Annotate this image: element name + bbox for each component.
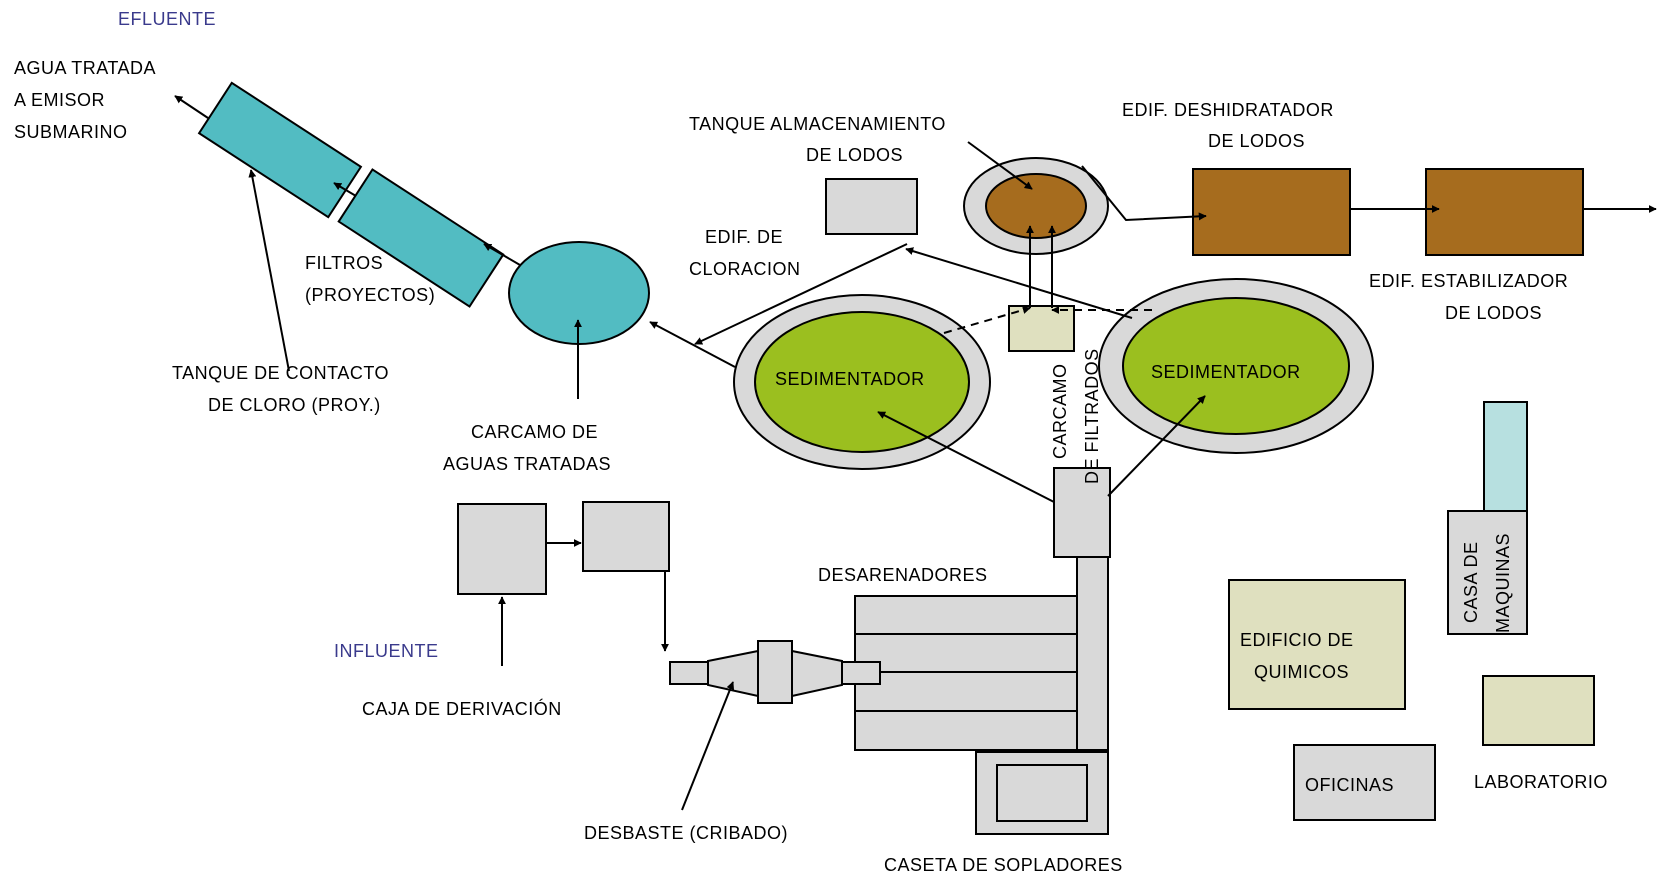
label-efluente: EFLUENTE (118, 9, 216, 29)
label-carcamo-filtrados-2: DE FILTRADOS (1082, 348, 1102, 484)
label-edificio-quimicos-1: EDIFICIO DE (1240, 630, 1354, 650)
offices-shape (1293, 744, 1436, 821)
dashed-sed-left-to-tank (943, 306, 1031, 334)
bypass-box-shape (457, 503, 547, 595)
arrow-dist-to-sed-right (1107, 395, 1206, 497)
label-sedimentador-right: SEDIMENTADOR (1151, 362, 1301, 382)
arrow-filters-to-contact (333, 182, 357, 197)
label-agua-tratada-2: A EMISOR (14, 90, 105, 110)
label-influente: INFLUENTE (334, 641, 439, 661)
label-tanque-almac-2: DE LODOS (806, 145, 903, 165)
label-estabilizador-1: EDIF. ESTABILIZADOR (1369, 271, 1568, 291)
pointer-contact-tank (248, 169, 290, 372)
label-caseta-sopladores: CASETA DE SOPLADORES (884, 855, 1123, 875)
filtrate-sump-shape (1008, 305, 1075, 352)
label-estabilizador-2: DE LODOS (1445, 303, 1542, 323)
grit-chamber-2 (854, 633, 1078, 673)
arrow-sed-left-to-sump (649, 321, 736, 368)
label-deshidratador-1: EDIF. DESHIDRATADOR (1122, 100, 1334, 120)
label-carcamo-aguas-2: AGUAS TRATADAS (443, 454, 611, 474)
blower-house-inner (996, 764, 1088, 822)
sedimentador-right-inner (1122, 297, 1350, 435)
label-sedimentador-left: SEDIMENTADOR (775, 369, 925, 389)
label-edif-cloracion-2: CLORACION (689, 259, 801, 279)
arrow-tank-to-dewatering (1081, 165, 1207, 222)
sedimentador-left-inner (754, 311, 970, 453)
arrow-sump-to-filters (483, 243, 521, 266)
screen-left-taper-shape (707, 649, 759, 698)
screen-chamber-shape (757, 640, 793, 704)
label-agua-tratada-1: AGUA TRATADA (14, 58, 156, 78)
sludge-dewatering-building-shape (1192, 168, 1351, 256)
chemicals-building-shape (1228, 579, 1406, 710)
grit-chamber-1 (854, 595, 1078, 635)
label-filtros-2: (PROYECTOS) (305, 285, 435, 305)
label-edificio-quimicos-2: QUIMICOS (1254, 662, 1349, 682)
line-sed-right-to-chlorination (905, 247, 1133, 319)
label-casa-maquinas-1: CASA DE (1461, 541, 1481, 623)
screen-inlet-shape (669, 661, 709, 685)
distribution-channel-shape (1076, 556, 1109, 751)
label-carcamo-filtrados-1: CARCAMO (1050, 363, 1070, 459)
label-edif-cloracion-1: EDIF. DE (705, 227, 783, 247)
laboratory-shape (1482, 675, 1595, 746)
label-filtros-1: FILTROS (305, 253, 383, 273)
label-carcamo-aguas-1: CARCAMO DE (471, 422, 598, 442)
screen-outlet-shape (841, 661, 881, 685)
grit-chamber-3 (854, 671, 1078, 712)
label-tanque-contacto-2: DE CLORO (PROY.) (208, 395, 381, 415)
pointer-sludge-tank (967, 141, 1033, 190)
label-casa-maquinas-2: MAQUINAS (1493, 533, 1513, 633)
grit-chamber-4 (854, 710, 1078, 751)
pointer-screen (681, 681, 735, 811)
label-tanque-almac-1: TANQUE ALMACENAMIENTO (689, 114, 946, 134)
bypass-box-2-shape (582, 501, 670, 572)
sludge-storage-tank-inner (985, 173, 1087, 239)
label-tanque-contacto-1: TANQUE DE CONTACTO (172, 363, 389, 383)
sludge-stabilizer-building-shape (1425, 168, 1584, 256)
line-chlorination-to-sump (694, 243, 908, 345)
arrow-to-emisor (174, 95, 209, 119)
label-caja-derivacion: CAJA DE DERIVACIÓN (362, 698, 562, 719)
label-oficinas: OFICINAS (1305, 775, 1394, 795)
screen-right-taper-shape (791, 649, 843, 698)
label-desarenadores: DESARENADORES (818, 565, 988, 585)
label-agua-tratada-3: SUBMARINO (14, 122, 128, 142)
machine-house-tower-shape (1483, 401, 1528, 513)
label-desbaste: DESBASTE (CRIBADO) (584, 823, 788, 843)
arrow-dist-to-sed-left (877, 411, 1055, 503)
label-deshidratador-2: DE LODOS (1208, 131, 1305, 151)
label-laboratorio: LABORATORIO (1474, 772, 1608, 792)
chlorine-contact-tank-shape (197, 81, 363, 219)
machine-house-shape (1447, 510, 1528, 635)
chlorination-building-shape (825, 178, 918, 235)
